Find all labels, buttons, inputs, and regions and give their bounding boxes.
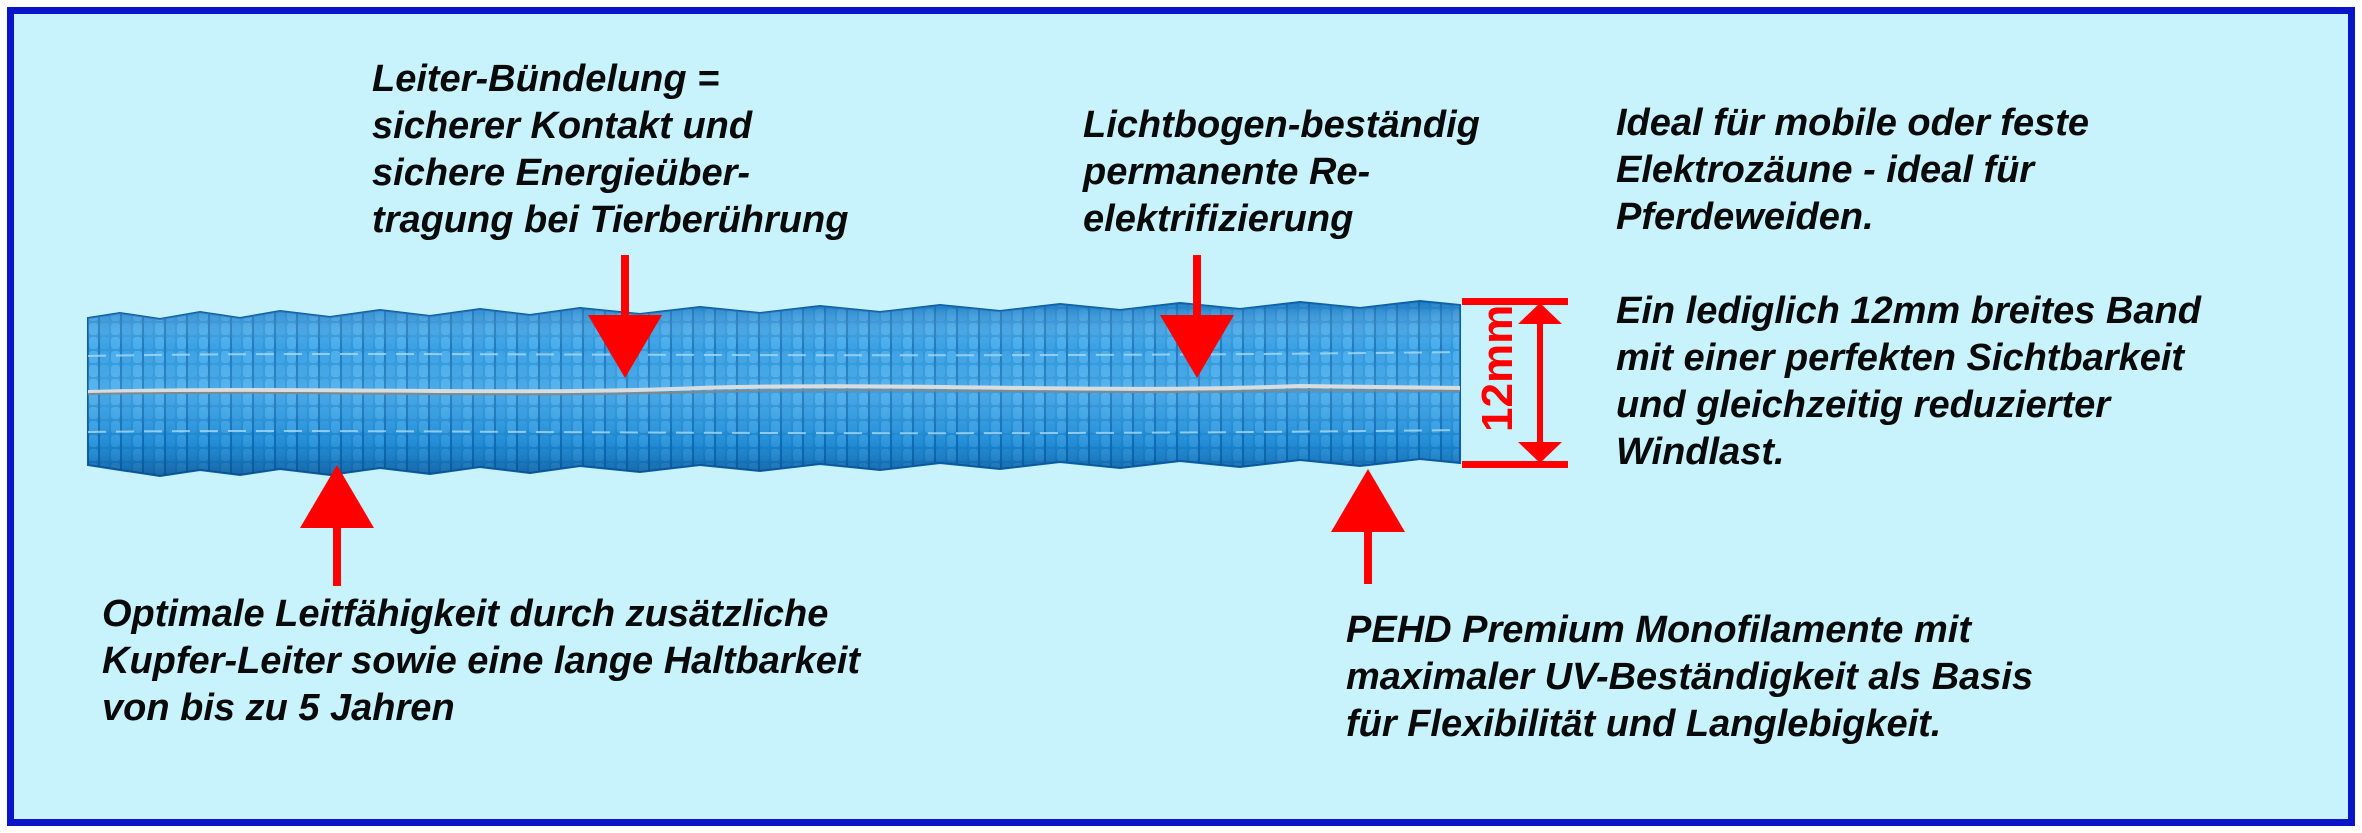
side-text-line: Ideal für mobile oder feste [1616,102,2089,144]
callout-line: Optimale Leitfähigkeit durch zusätzliche [102,593,829,635]
callout-line: maximaler UV-Beständigkeit als Basis [1346,656,2034,698]
side-text-line: Windlast. [1616,431,1785,473]
side-text-line: Ein lediglich 12mm breites Band [1616,290,2201,332]
callout-line: Lichtbogen-beständig [1083,104,1480,146]
callout-line: Kupfer-Leiter sowie eine lange Haltbarke… [102,640,861,682]
callout-pehd: PEHD Premium Monofilamente mit maximaler… [1346,607,2033,748]
callout-line: tragung bei Tierberührung [372,199,849,241]
callout-line: Leiter-Bündelung = [372,58,720,100]
callout-line: permanente Re- [1083,151,1371,193]
side-text-line: und gleichzeitig reduzierter [1616,384,2111,426]
conductor-wires [87,351,1461,435]
callout-line: sicherer Kontakt und [372,105,753,147]
callout-line: sichere Energieüber- [372,152,751,194]
arrow-conductivity [300,465,374,586]
side-text-line: Pferdeweiden. [1616,196,1874,238]
side-text-use: Ideal für mobile oder feste Elektrozäune… [1616,100,2089,241]
arrow-bundling [588,255,662,378]
arrow-arc-resistant [1160,255,1234,378]
dimension-label: 12mm [1473,304,1522,432]
callout-arc-resistant: Lichtbogen-beständig permanente Re- elek… [1083,102,1480,243]
callout-bundling: Leiter-Bündelung = sicherer Kontakt und … [372,56,848,244]
side-text-line: mit einer perfekten Sichtbarkeit [1616,337,2185,379]
dimension-marker-12mm [1462,298,1568,468]
callout-line: PEHD Premium Monofilamente mit [1346,609,1971,651]
callout-conductivity: Optimale Leitfähigkeit durch zusätzliche… [102,591,860,732]
callout-line: von bis zu 5 Jahren [102,687,455,729]
arrow-pehd [1331,469,1405,584]
callout-line: für Flexibilität und Langlebigkeit. [1346,703,1942,745]
side-text-band: Ein lediglich 12mm breites Band mit eine… [1616,288,2201,476]
side-text-line: Elektrozäune - ideal für [1616,149,2035,191]
callout-line: elektrifizierung [1083,198,1354,240]
